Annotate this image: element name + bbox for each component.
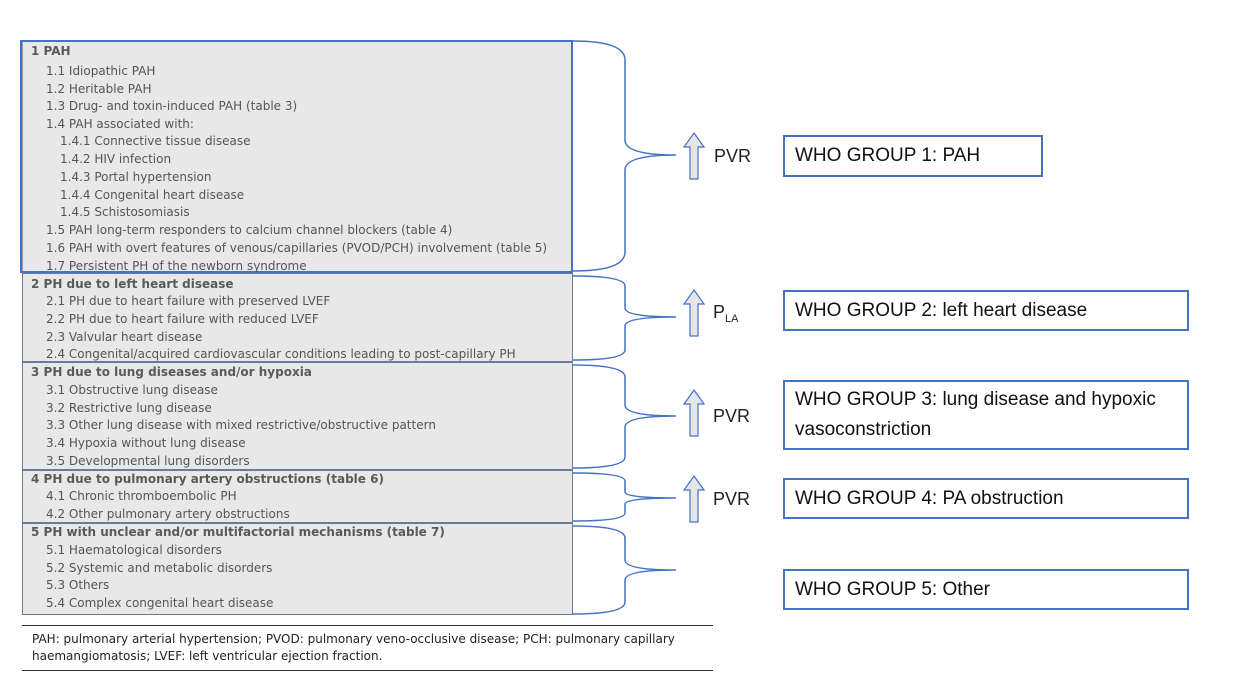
list-item: 3.2 Restrictive lung disease	[46, 401, 212, 415]
group-2-header: 2 PH due to left heart disease	[31, 277, 234, 291]
who-group-2-box: WHO GROUP 2: left heart disease	[783, 290, 1189, 331]
list-item: 5.3 Others	[46, 578, 110, 592]
brace-group-2	[572, 275, 677, 361]
brace-group-3	[572, 364, 677, 469]
list-item: 1.4.2 HIV infection	[60, 152, 172, 166]
list-item: 1.1 Idiopathic PAH	[46, 64, 156, 78]
group-3-header: 3 PH due to lung diseases and/or hypoxia	[31, 365, 312, 379]
param-label-group-1: PVR	[714, 146, 752, 166]
list-item: 1.4.3 Portal hypertension	[60, 170, 212, 184]
up-arrow-icon	[682, 388, 706, 437]
up-arrow-icon	[682, 131, 706, 180]
group-1-outline	[20, 40, 573, 273]
list-item: 1.3 Drug- and toxin-induced PAH (table 3…	[46, 99, 298, 113]
list-item: 3.4 Hypoxia without lung disease	[46, 436, 246, 450]
group-2-outline	[22, 273, 573, 362]
list-item: 5.1 Haematological disorders	[46, 543, 222, 557]
group-4-header: 4 PH due to pulmonary artery obstruction…	[31, 472, 384, 486]
param-label-group-3: PVR	[713, 406, 751, 426]
classification-table	[22, 40, 573, 615]
list-item: 3.3 Other lung disease with mixed restri…	[46, 418, 436, 432]
who-group-1-box: WHO GROUP 1: PAH	[783, 135, 1043, 177]
list-item: 2.2 PH due to heart failure with reduced…	[46, 312, 319, 326]
who-group-5-box: WHO GROUP 5: Other	[783, 569, 1189, 610]
footnote: PAH: pulmonary arterial hypertension; PV…	[32, 632, 675, 663]
list-item: 3.5 Developmental lung disorders	[46, 454, 250, 468]
list-item: 4.1 Chronic thromboembolic PH	[46, 489, 237, 503]
brace-group-5	[572, 525, 677, 615]
group-1-header: 1 PAH	[31, 44, 71, 58]
list-item: 1.2 Heritable PAH	[46, 82, 152, 96]
brace-group-1	[572, 40, 677, 272]
up-arrow-icon	[682, 474, 706, 523]
group-5-outline	[22, 523, 573, 615]
list-item: 1.7 Persistent PH of the newborn syndrom…	[46, 259, 307, 273]
group-4-outline	[22, 470, 573, 523]
list-item: 1.6 PAH with overt features of venous/ca…	[46, 241, 548, 255]
who-group-3-box: WHO GROUP 3: lung disease and hypoxic va…	[783, 380, 1189, 450]
list-item: 1.4 PAH associated with:	[46, 117, 194, 131]
list-item: 2.1 PH due to heart failure with preserv…	[46, 294, 331, 308]
up-arrow-icon	[682, 288, 706, 337]
list-item: 4.2 Other pulmonary artery obstructions	[46, 507, 290, 521]
list-item: 2.3 Valvular heart disease	[46, 330, 203, 344]
footnote-top-rule	[22, 625, 713, 626]
list-item: 1.5 PAH long-term responders to calcium …	[46, 223, 453, 237]
list-item: 5.2 Systemic and metabolic disorders	[46, 561, 273, 575]
braces-layer	[572, 40, 677, 615]
param-label-group-2: PLA	[713, 302, 739, 325]
param-label-group-4: PVR	[713, 489, 751, 509]
footnote-bottom-rule	[22, 670, 713, 671]
list-item: 2.4 Congenital/acquired cardiovascular c…	[46, 347, 516, 361]
list-item: 1.4.5 Schistosomiasis	[60, 205, 190, 219]
brace-group-4	[572, 472, 677, 522]
who-group-4-box: WHO GROUP 4: PA obstruction	[783, 478, 1189, 519]
list-item: 1.4.4 Congenital heart disease	[60, 188, 245, 202]
list-item: 1.4.1 Connective tissue disease	[60, 134, 251, 148]
group-3-outline	[22, 362, 573, 470]
list-item: 3.1 Obstructive lung disease	[46, 383, 218, 397]
list-item: 5.4 Complex congenital heart disease	[46, 596, 274, 610]
group-5-header: 5 PH with unclear and/or multifactorial …	[31, 525, 445, 539]
